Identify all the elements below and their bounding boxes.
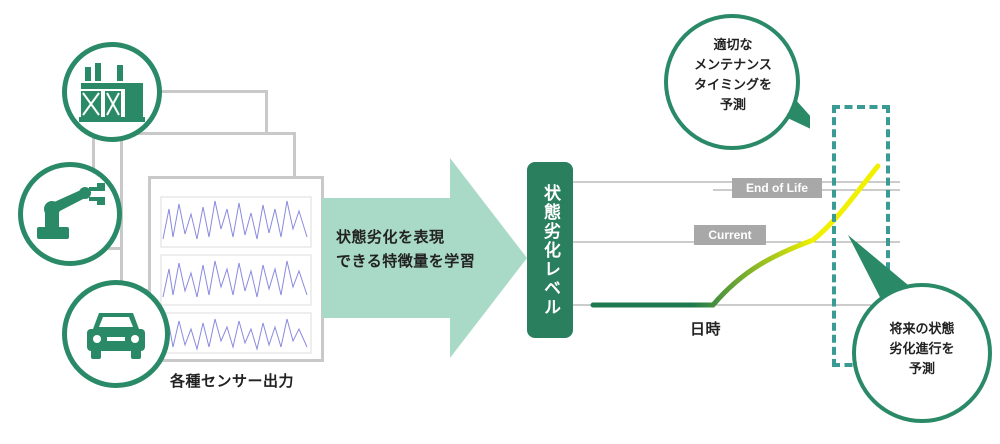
factory-icon: [79, 63, 145, 122]
callout-bottom-line-3: 予測: [908, 362, 935, 377]
callout-top-line-4: 予測: [719, 98, 746, 113]
time-axis-label: 日時: [690, 320, 722, 338]
callout-bottom-bubble: [848, 235, 992, 423]
degradation-level-axis-label: 状態劣化レベル: [527, 162, 573, 338]
sensor-output-label: 各種センサー出力: [170, 372, 295, 390]
callout-top-text: 適切な メンテナンス タイミングを 予測: [668, 36, 798, 116]
end-of-life-tag: End of Life: [732, 178, 822, 198]
sensor-waveforms: [160, 196, 312, 354]
sensor-chart-doc-front: [148, 176, 324, 362]
callout-top-line-1: 適切な: [713, 38, 753, 53]
predicted-degradation-curve: [810, 163, 881, 243]
callout-bottom-line-1: 将来の状態: [889, 322, 955, 337]
callout-bottom-line-2: 劣化進行を: [889, 342, 955, 357]
callout-top-bubble: [664, 14, 810, 150]
current-tag: Current: [694, 225, 766, 245]
callout-bottom-text: 将来の状態 劣化進行を 予測: [857, 320, 987, 380]
robot-arm-icon-circle: [18, 162, 122, 266]
arrow-label-line1: 状態劣化を表現: [336, 228, 445, 246]
car-icon: [87, 313, 145, 359]
measured-degradation-curve: [590, 237, 816, 308]
car-icon-circle: [62, 280, 170, 388]
robot-arm-icon: [37, 183, 105, 239]
callout-top-line-3: タイミングを: [693, 78, 772, 93]
learning-arrow: [322, 158, 527, 358]
arrow-label-line2: できる特徴量を学習: [336, 252, 476, 270]
callout-top-line-2: メンテナンス: [694, 58, 772, 73]
degradation-chart: [573, 163, 900, 308]
factory-icon-circle: [62, 42, 162, 142]
